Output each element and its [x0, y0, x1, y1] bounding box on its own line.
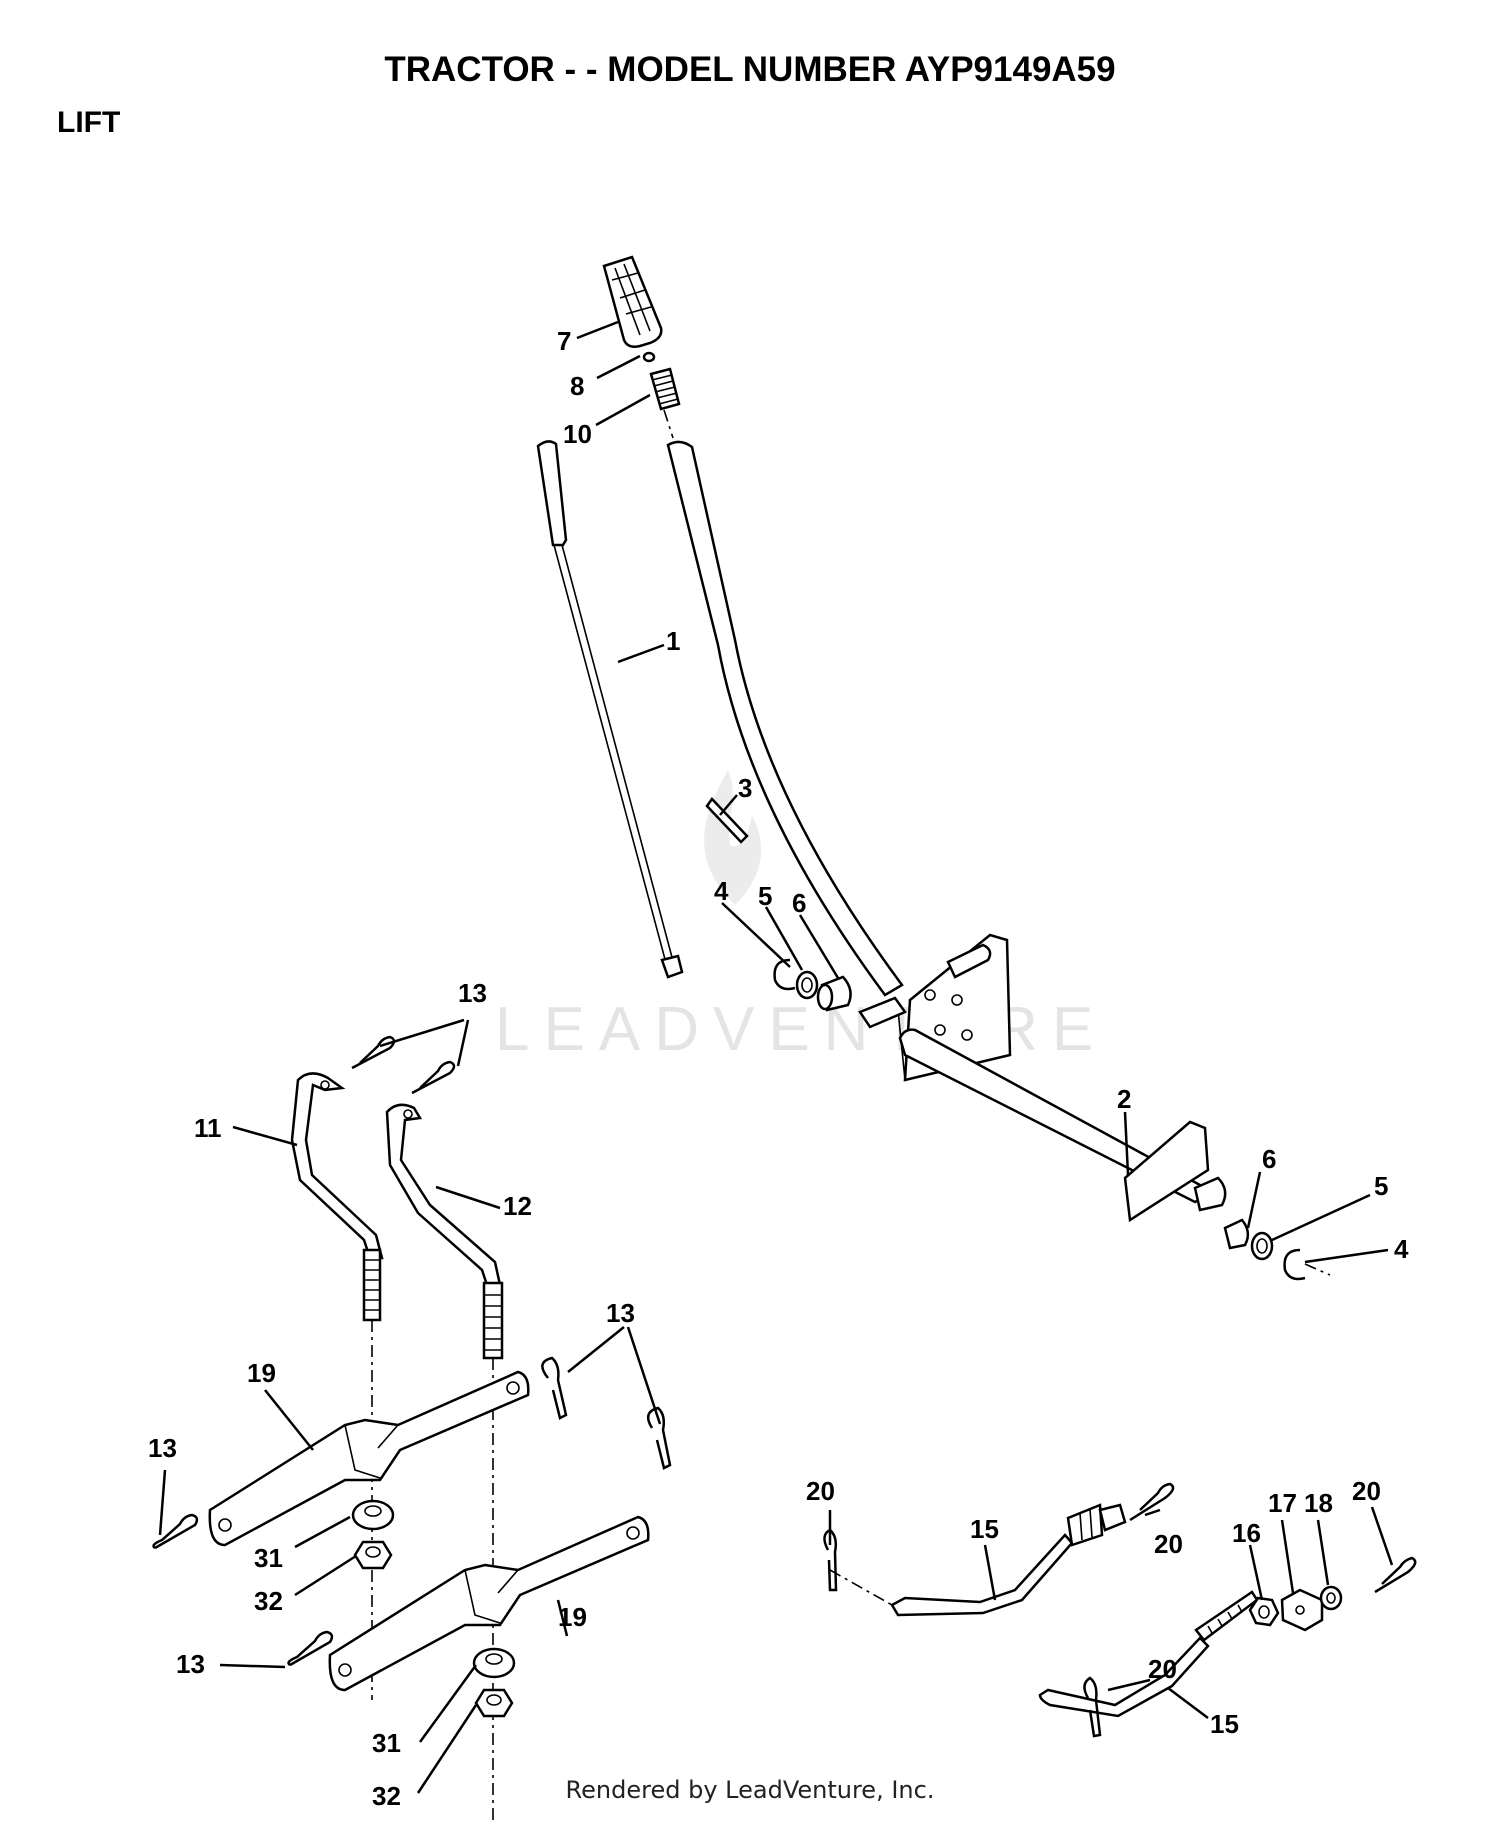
part-6-bushing-right [1223, 1218, 1250, 1250]
callout-32-lower: 32 [372, 1781, 401, 1811]
callout-7: 7 [557, 326, 571, 356]
callout-20-left: 20 [806, 1476, 835, 1506]
part-20-hairpin-d [1083, 1676, 1102, 1738]
part-13-hairpin-f [287, 1630, 334, 1667]
callout-4-right: 4 [1394, 1234, 1409, 1264]
part-17-swivel-block [1280, 1588, 1324, 1632]
callout-10: 10 [563, 419, 592, 449]
part-15-rod-upper [890, 1503, 1127, 1617]
callout-13-left: 13 [148, 1433, 177, 1463]
callout-6-right: 6 [1262, 1144, 1276, 1174]
part-3-pin [705, 797, 749, 844]
leader-lines [158, 320, 1394, 1794]
callout-4-left: 4 [714, 876, 729, 906]
part-20-hairpin-c [1374, 1556, 1417, 1594]
callout-20-mid: 20 [1154, 1529, 1183, 1559]
part-8-ball [642, 351, 656, 363]
part-15-rod-lower [1038, 1590, 1259, 1718]
callout-31-upper: 31 [254, 1543, 283, 1573]
callout-20-right: 20 [1352, 1476, 1381, 1506]
callout-17: 17 [1268, 1488, 1297, 1518]
callout-11: 11 [194, 1113, 222, 1143]
callout-13-bottom: 13 [176, 1649, 205, 1679]
callout-13-top: 13 [458, 978, 487, 1008]
part-1-lift-rod [536, 440, 684, 979]
part-4-clip-left [773, 958, 796, 991]
callout-12: 12 [503, 1191, 532, 1221]
callout-5-left: 5 [758, 881, 772, 911]
part-10-spring [649, 367, 681, 411]
callout-13-right: 13 [606, 1298, 635, 1328]
part-19-lift-arm-upper [208, 1370, 530, 1547]
callout-18: 18 [1304, 1488, 1333, 1518]
part-5-washer-left [795, 970, 819, 1000]
callout-2: 2 [1117, 1084, 1131, 1114]
part-16-nut [1248, 1596, 1280, 1627]
callout-19-upper: 19 [247, 1358, 276, 1388]
footer-credit: Rendered by LeadVenture, Inc. [565, 1776, 935, 1804]
section-title: LIFT [57, 106, 121, 139]
part-19-lift-arm-lower [328, 1515, 650, 1692]
callout-3: 3 [738, 773, 752, 803]
callout-8: 8 [570, 371, 584, 401]
part-11-lift-link [290, 1072, 384, 1322]
part-13-hairpin-a [351, 1035, 396, 1070]
callout-32-upper: 32 [254, 1586, 283, 1616]
part-18-nut [1319, 1585, 1343, 1611]
callout-6-left: 6 [792, 888, 806, 918]
part-4-clip-right [1283, 1248, 1306, 1281]
part-20-hairpin-b [1129, 1482, 1175, 1522]
part-31-bushing-upper [351, 1499, 395, 1531]
callout-31-lower: 31 [372, 1728, 401, 1758]
part-5-washer-right [1250, 1231, 1274, 1261]
callout-1: 1 [666, 626, 680, 656]
callout-15-lower: 15 [1210, 1709, 1239, 1739]
part-32-nut-upper [353, 1540, 393, 1570]
part-31-bushing-lower [472, 1647, 516, 1679]
callout-15-upper: 15 [970, 1514, 999, 1544]
part-12-lift-link [385, 1103, 504, 1360]
part-13-hairpin-b [411, 1060, 456, 1095]
part-13-hairpin-e [152, 1513, 199, 1550]
callout-16: 16 [1232, 1518, 1261, 1548]
callout-20-bottom: 20 [1148, 1654, 1177, 1684]
page-title: TRACTOR - - MODEL NUMBER AYP9149A59 [384, 50, 1116, 89]
part-7-grip [602, 255, 663, 348]
watermark-text: LEADVENTURE [495, 995, 1107, 1064]
callout-labels: 7 8 10 1 3 4 5 6 2 6 5 4 13 11 12 13 19 … [148, 326, 1409, 1811]
part-13-hairpin-c [541, 1356, 568, 1420]
part-13-hairpin-d [646, 1406, 672, 1470]
callout-19-lower: 19 [558, 1602, 587, 1632]
part-32-nut-lower [474, 1688, 514, 1718]
callout-5-right: 5 [1374, 1171, 1388, 1201]
